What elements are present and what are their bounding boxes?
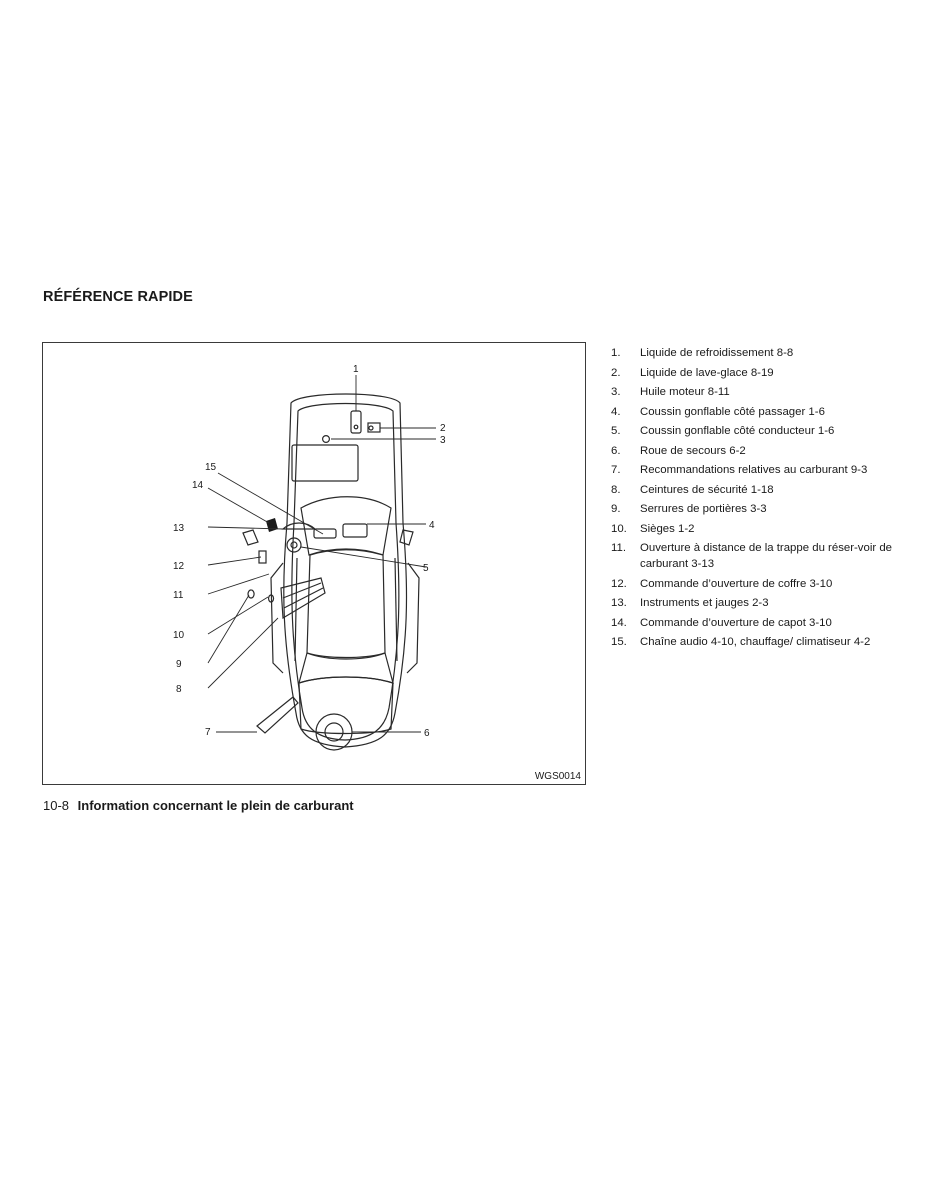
- callout-1: 1: [353, 364, 359, 375]
- section-title: RÉFÉRENCE RAPIDE: [43, 289, 193, 305]
- legend-text: Commande d’ouverture de coffre 3-10: [640, 577, 833, 590]
- legend-text: Chaîne audio 4-10, chauffage/ climatiseu…: [640, 636, 871, 648]
- callout-15: 15: [205, 462, 217, 473]
- callout-4: 4: [429, 520, 435, 531]
- car-body-outline: [242, 393, 420, 748]
- callout-14: 14: [192, 480, 204, 491]
- legend-text: Liquide de lave-glace 8-19: [640, 366, 774, 379]
- callout-7: 7: [205, 727, 211, 738]
- callout-10: 10: [173, 630, 185, 641]
- legend-number: 5.: [611, 425, 621, 437]
- fuel-door-release-shape: [267, 594, 275, 603]
- callout-lines: [207, 375, 436, 733]
- legend-number: 11.: [611, 542, 626, 554]
- callout-numbers: 1 2 3 4 5 6 7 8 9 10 11 12 13 14 15: [173, 364, 446, 739]
- legend-item: 9. Serrures de portières 3-3: [611, 501, 911, 517]
- legend-number: 3.: [611, 386, 621, 398]
- engine-block-shape: [291, 444, 359, 482]
- legend-text: Serrures de portières 3-3: [640, 503, 767, 515]
- legend-item: 8. Ceintures de sécurité 1-18: [611, 482, 911, 498]
- vehicle-diagram: 1 2 3 4 5 6 7 8 9 10 11 12 13 14 15 WGS0…: [42, 342, 586, 785]
- legend-number: 2.: [611, 366, 621, 379]
- legend-item: 15. Chaîne audio 4-10, chauffage/ climati…: [611, 634, 911, 650]
- legend-item: 11. Ouverture à distance de la trappe du …: [611, 540, 911, 572]
- figure-code: WGS0014: [534, 771, 581, 782]
- legend-text: Ouverture à distance de la trappe du rés…: [640, 542, 892, 570]
- callout-13: 13: [173, 523, 185, 534]
- callout-11: 11: [173, 590, 184, 601]
- legend-text: Coussin gonflable côté conducteur 1-6: [640, 425, 835, 437]
- legend-number: 7.: [611, 464, 621, 476]
- legend-text: Instruments et jauges 2-3: [640, 597, 769, 609]
- callout-6: 6: [424, 728, 430, 739]
- callout-3: 3: [440, 435, 446, 446]
- legend-list: 1. Liquide de refroidissement 8-8 2. Liqui…: [611, 345, 911, 654]
- legend-text: Recommandations relatives au carburant 9…: [640, 464, 868, 476]
- coolant-reservoir-shape: [350, 410, 362, 434]
- oil-cap-shape: [322, 434, 331, 443]
- legend-text: Coussin gonflable côté passager 1-6: [640, 405, 825, 418]
- legend-item: 1. Liquide de refroidissement 8-8: [611, 345, 911, 361]
- legend-item: 13. Instruments et jauges 2-3: [611, 595, 911, 611]
- legend-item: 3. Huile moteur 8-11: [611, 384, 911, 400]
- callout-5: 5: [423, 563, 429, 574]
- chapter-title: Information concernant le plein de carbu…: [77, 798, 354, 813]
- legend-item: 10. Sièges 1-2: [611, 521, 911, 537]
- legend-item: 5. Coussin gonflable côté conducteur 1-6: [611, 423, 911, 439]
- callout-8: 8: [176, 684, 182, 695]
- legend-item: 7. Recommandations relatives au carburant…: [611, 462, 911, 478]
- washer-reservoir-shape: [367, 422, 381, 433]
- car-top-view-illustration: 1 2 3 4 5 6 7 8 9 10 11 12 13 14 15: [173, 364, 446, 751]
- legend-item: 14. Commande d’ouverture de capot 3-10: [611, 615, 911, 631]
- page-number: 10-8: [43, 798, 70, 813]
- legend-number: 12.: [611, 577, 627, 590]
- steering-wheel-shape: [286, 537, 302, 553]
- callout-2: 2: [440, 423, 446, 434]
- legend-text: Sièges 1-2: [640, 522, 695, 535]
- legend-number: 10.: [611, 522, 627, 535]
- legend-text: Commande d’ouverture de capot 3-10: [640, 616, 832, 629]
- legend-item: 6. Roue de secours 6-2: [611, 443, 911, 459]
- passenger-airbag-shape: [342, 523, 368, 538]
- legend-item: 4. Coussin gonflable côté passager 1-6: [611, 404, 911, 420]
- legend-text: Roue de secours 6-2: [640, 444, 746, 457]
- hood-release-shape: [266, 518, 278, 532]
- legend-item: 12. Commande d’ouverture de coffre 3-10: [611, 576, 911, 592]
- instrument-cluster-shape: [281, 522, 317, 530]
- legend-item: 2. Liquide de lave-glace 8-19: [611, 365, 911, 381]
- legend-number: 8.: [611, 483, 621, 496]
- legend-number: 14.: [611, 616, 627, 629]
- door-lock-shape: [247, 589, 255, 599]
- legend-number: 13.: [611, 597, 627, 609]
- seat-shape: [280, 577, 326, 620]
- legend-text: Liquide de refroidissement 8-8: [640, 347, 794, 359]
- legend-number: 4.: [611, 405, 621, 418]
- page-footer: 10-8 Information concernant le plein de …: [43, 798, 354, 813]
- legend-number: 9.: [611, 503, 621, 515]
- legend-number: 15.: [611, 636, 627, 648]
- legend-text: Ceintures de sécurité 1-18: [640, 483, 774, 496]
- legend-number: 6.: [611, 444, 621, 457]
- callout-9: 9: [176, 659, 182, 670]
- engine-bay-items: [291, 410, 381, 482]
- legend-number: 1.: [611, 347, 621, 359]
- callout-12: 12: [173, 561, 185, 572]
- audio-unit-shape: [313, 528, 337, 539]
- legend-text: Huile moteur 8-11: [640, 386, 730, 398]
